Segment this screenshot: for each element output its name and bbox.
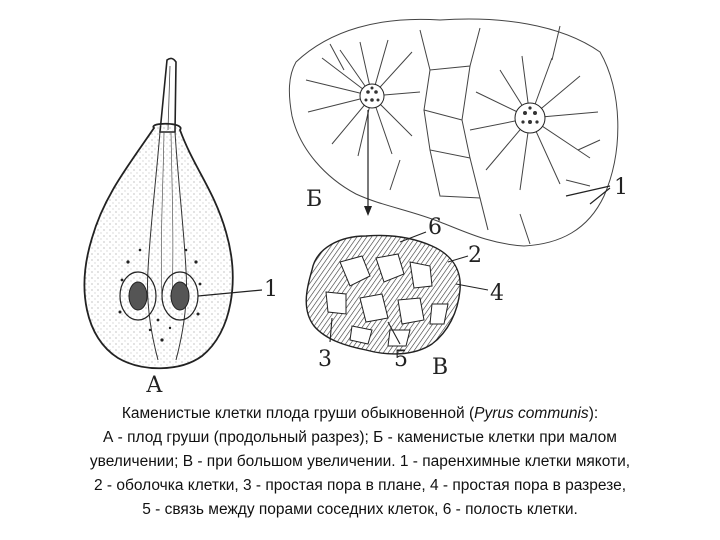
label-1-pear: 1 xyxy=(264,277,278,302)
caption-title: Каменистые клетки плода груши обыкновенн… xyxy=(122,405,474,422)
label-v: В xyxy=(432,355,448,380)
caption-title-end: ): xyxy=(589,405,598,422)
figure-caption: Каменистые клетки плода груши обыкновенн… xyxy=(20,402,700,522)
caption-line-2: А - плод груши (продольный разрез); Б - … xyxy=(20,426,700,450)
figure: А Б В 1 1 2 3 4 5 6 xyxy=(0,0,720,400)
stone-cells-low-mag xyxy=(289,19,617,246)
caption-line-5: 5 - связь между порами соседних клеток, … xyxy=(20,498,700,522)
caption-line-1: Каменистые клетки плода груши обыкновенн… xyxy=(20,402,700,426)
caption-latin-name: Pyrus communis xyxy=(474,405,589,422)
label-b: Б xyxy=(306,187,322,212)
caption-line-3: увеличении; В - при большом увеличении. … xyxy=(20,450,700,474)
label-4: 4 xyxy=(490,281,504,306)
label-1-cells: 1 xyxy=(614,175,628,200)
label-a: А xyxy=(146,373,163,398)
pear-section xyxy=(84,58,262,368)
label-3: 3 xyxy=(318,347,332,372)
caption-line-4: 2 - оболочка клетки, 3 - простая пора в … xyxy=(20,474,700,498)
label-6: 6 xyxy=(428,215,442,240)
stone-cells-high-mag xyxy=(306,232,488,354)
label-5: 5 xyxy=(394,347,408,372)
label-2: 2 xyxy=(468,243,482,268)
pear-stone-cells-drawing: А Б В 1 1 2 3 4 5 6 xyxy=(0,0,720,400)
